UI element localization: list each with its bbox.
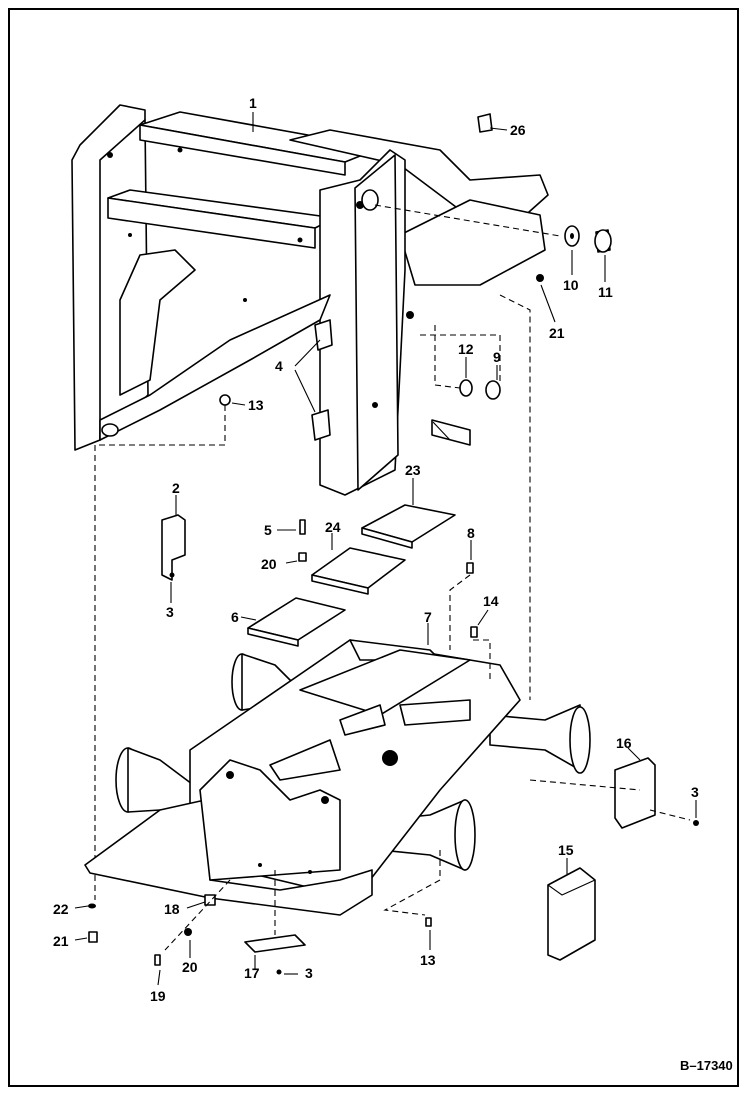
callout-5: 5 <box>264 522 272 538</box>
callout-15: 15 <box>558 842 574 858</box>
upper-hardware <box>219 113 612 446</box>
assembly-dashed-lines-upper <box>94 204 561 900</box>
callout-3-right: 3 <box>691 784 699 800</box>
callout-13-top: 13 <box>248 397 264 413</box>
leader-lines <box>74 112 697 986</box>
callout-19: 19 <box>150 988 166 1004</box>
lower-frame <box>84 639 591 916</box>
callout-3-bottom: 3 <box>305 965 313 981</box>
callout-13-bottom: 13 <box>420 952 436 968</box>
upper-frame <box>71 104 549 496</box>
middle-parts <box>161 504 478 647</box>
callout-23: 23 <box>405 462 421 478</box>
callout-3-left: 3 <box>166 604 174 620</box>
callout-12: 12 <box>458 341 474 357</box>
callout-10: 10 <box>563 277 579 293</box>
callout-4: 4 <box>275 358 283 374</box>
callout-20-mid: 20 <box>261 556 277 572</box>
drawing-code: B–17340 <box>680 1058 733 1073</box>
callout-24: 24 <box>325 519 341 535</box>
callout-labels: 1 26 10 11 21 12 9 4 13 23 2 5 24 8 20 3… <box>53 95 733 1073</box>
callout-6: 6 <box>231 609 239 625</box>
callout-2: 2 <box>172 480 180 496</box>
callout-14: 14 <box>483 593 499 609</box>
callout-7: 7 <box>424 609 432 625</box>
lower-hardware <box>88 757 699 975</box>
callout-8: 8 <box>467 525 475 541</box>
callout-16: 16 <box>616 735 632 751</box>
callout-9: 9 <box>493 349 501 365</box>
callout-11: 11 <box>598 284 613 300</box>
callout-21-top: 21 <box>549 325 565 341</box>
callout-1: 1 <box>249 95 257 111</box>
callout-21-bottom: 21 <box>53 933 69 949</box>
callout-22: 22 <box>53 901 69 917</box>
callout-17: 17 <box>244 965 260 981</box>
callout-20-bottom: 20 <box>182 959 198 975</box>
assembly-dashed-lines-lower <box>164 574 691 951</box>
callout-26: 26 <box>510 122 526 138</box>
callout-18: 18 <box>164 901 180 917</box>
